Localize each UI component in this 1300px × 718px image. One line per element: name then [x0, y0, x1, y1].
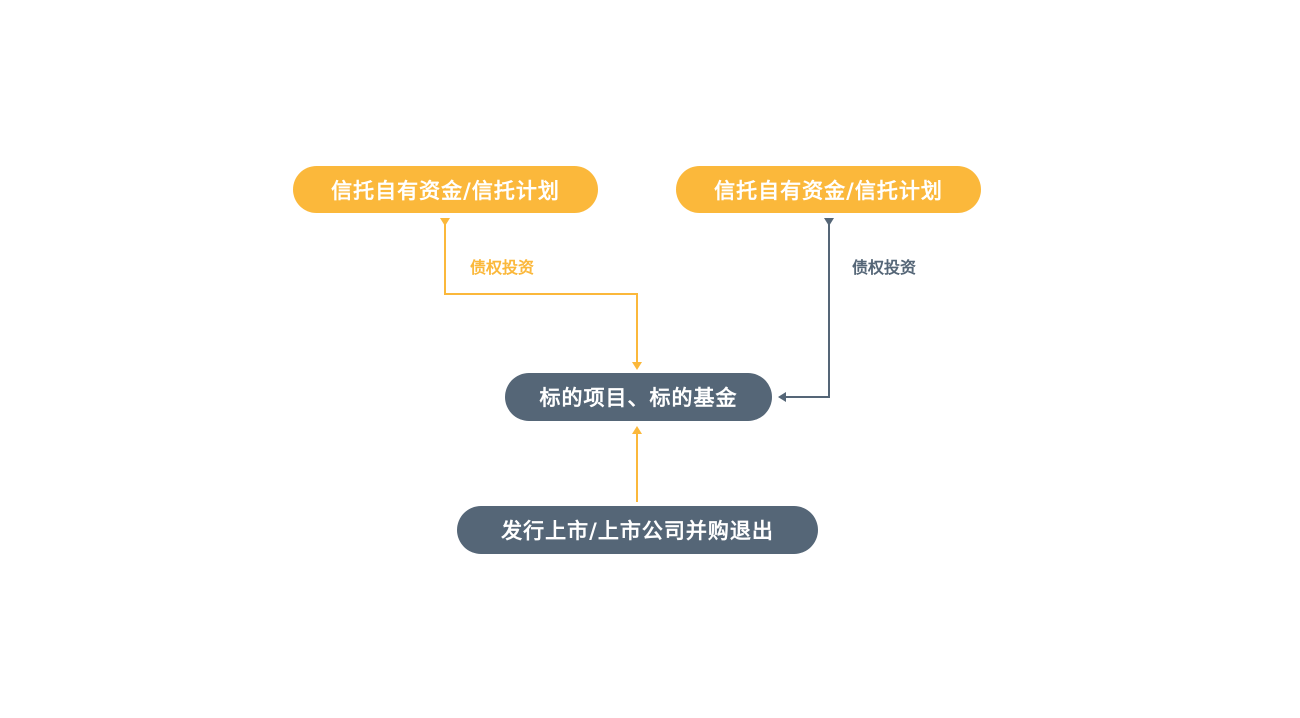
connector-center-to-top-left: [440, 218, 642, 370]
edge-label-debt-investment-left: 债权投资: [470, 258, 535, 277]
node-target-project: 标的项目、标的基金: [505, 373, 772, 421]
node-trust-funds-right: 信托自有资金/信托计划: [676, 166, 981, 213]
node-trust-funds-left: 信托自有资金/信托计划: [293, 166, 598, 213]
node-label: 发行上市/上市公司并购退出: [501, 519, 774, 543]
node-label: 标的项目、标的基金: [539, 386, 738, 410]
node-exit-ipo-ma: 发行上市/上市公司并购退出: [457, 506, 818, 554]
connector-top-right-to-center: [778, 218, 834, 402]
edge-label-debt-investment-right: 债权投资: [852, 258, 917, 277]
node-label: 信托自有资金/信托计划: [714, 178, 943, 203]
node-label: 信托自有资金/信托计划: [331, 178, 560, 203]
